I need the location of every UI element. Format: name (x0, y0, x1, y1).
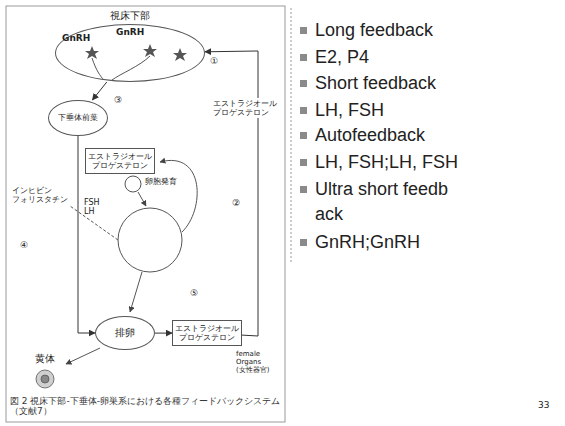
bullet-square (300, 132, 307, 139)
node-text: エストラジオール プロゲステロン (175, 324, 239, 342)
bullet-text: Ultra short feedb ack (315, 177, 465, 227)
connector (205, 51, 258, 336)
callout-number: ② (232, 198, 240, 208)
figure-caption: 図 2 視床下部-下垂体-卵巣系における各種フィードバックシステム（文献7） (10, 396, 280, 417)
hormone-label: GnRH (116, 27, 144, 37)
bullet-text: Autofeedback (315, 123, 425, 148)
node-text: 排卵 (115, 327, 135, 339)
hormone-box: エストラジオール プロゲステロン (172, 320, 242, 346)
follicle-symbol (125, 176, 141, 192)
organ-label: female Organs (女性器官) (236, 350, 282, 374)
bullet-text: LH, FSH (315, 98, 384, 123)
separator (291, 8, 292, 262)
bullet-text: LH, FSH;LH, FSH (315, 150, 458, 175)
corpus-luteum-symbol (36, 370, 54, 388)
hormone-label: インヒビン フォリスタチン (12, 186, 64, 204)
feedback-line (160, 160, 197, 232)
process-label: 卵胞発育 (145, 177, 177, 186)
axon (92, 58, 104, 80)
bullet-text: Long feedback (315, 18, 433, 43)
bullet-square (300, 159, 307, 166)
hormone-label: GnRH (62, 33, 90, 43)
bullet-square (300, 80, 307, 87)
pituitary-region: 下垂体前葉 (48, 100, 108, 136)
callout-number: ③ (114, 95, 122, 105)
hormone-label: エストラジオール プロゲステロン (212, 98, 284, 118)
bullet-square (300, 239, 307, 246)
node-text: 下垂体前葉 (58, 113, 98, 122)
hormone-label: FSH LH (84, 198, 108, 216)
bullet-square (300, 54, 307, 61)
arrow (138, 192, 146, 206)
axon (112, 56, 150, 80)
follicle-circle (118, 208, 182, 272)
bullet-text: GnRH;GnRH (315, 230, 420, 255)
connector (155, 333, 172, 334)
bullet-square (300, 27, 307, 34)
arrow (130, 272, 142, 312)
callout-number: ① (210, 56, 218, 66)
figure-frame (6, 6, 285, 422)
page-number: 33 (538, 400, 549, 410)
bullet-square (300, 107, 307, 114)
bullet-square (300, 186, 307, 193)
node-text: エストラジオール プロゲステロン (88, 152, 152, 170)
connector (92, 82, 106, 100)
neuron-symbols (85, 44, 187, 61)
corpus-luteum: 黄体 (22, 350, 68, 390)
callout-number: ⑤ (190, 288, 198, 298)
node-text: 黄体 (35, 353, 55, 365)
ovary-shape: 排卵 (95, 316, 155, 350)
callout-number: ④ (20, 240, 28, 250)
region-heading: 視床下部 (36, 10, 224, 22)
bullet-text: E2, P4 (315, 45, 369, 70)
arrow (66, 348, 100, 364)
hormone-box: エストラジオール プロゲステロン (85, 148, 155, 174)
bullet-text: Short feedback (315, 71, 436, 96)
